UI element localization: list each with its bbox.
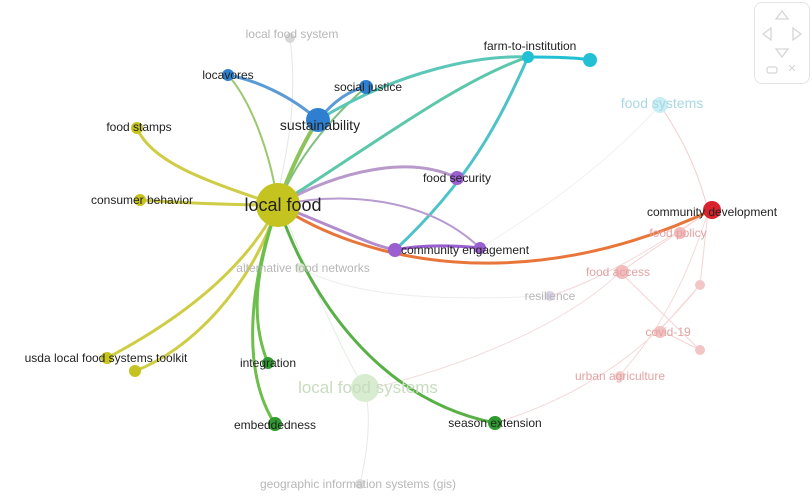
faded-nodes <box>285 33 705 489</box>
reset-view-icon[interactable] <box>788 64 796 72</box>
node-food-systems[interactable] <box>652 97 668 113</box>
label-community-development[interactable]: community development <box>647 205 778 219</box>
node-season-extension[interactable] <box>488 416 502 430</box>
node-community-engagement-a[interactable] <box>388 243 402 257</box>
label-urban-agriculture[interactable]: urban agriculture <box>575 369 665 383</box>
label-food-access[interactable]: food access <box>586 265 650 279</box>
label-food-stamps[interactable]: food stamps <box>106 120 171 134</box>
pan-left-icon[interactable] <box>761 26 772 42</box>
faded-labels: local food system food systems food poli… <box>236 27 706 491</box>
label-alternative-food-networks[interactable]: alternative food networks <box>236 261 369 275</box>
label-usda-toolkit[interactable]: usda local food systems toolkit <box>25 351 188 365</box>
node-farm-to-institution[interactable] <box>522 51 534 63</box>
label-local-food-system[interactable]: local food system <box>246 27 339 41</box>
node-resilience[interactable] <box>545 291 555 301</box>
pan-right-icon[interactable] <box>792 26 803 42</box>
label-season-extension[interactable]: season extension <box>448 416 541 430</box>
node-integration[interactable] <box>262 357 274 369</box>
node-faded-red-a[interactable] <box>695 280 705 290</box>
node-local-food-systems[interactable] <box>351 374 379 402</box>
node-consumer-behavior[interactable] <box>134 194 146 206</box>
node-embeddedness[interactable] <box>268 417 282 431</box>
node-farm-to-institution-b[interactable] <box>583 53 597 67</box>
node-gis[interactable] <box>355 479 365 489</box>
label-integration[interactable]: integration <box>240 356 296 370</box>
node-urban-agriculture[interactable] <box>615 371 625 381</box>
label-local-food[interactable]: local food <box>244 195 321 215</box>
label-food-systems[interactable]: food systems <box>621 95 703 111</box>
node-locavores[interactable] <box>222 69 234 81</box>
navigation-control[interactable] <box>754 2 810 84</box>
node-food-security[interactable] <box>450 171 464 185</box>
node-local-food-system[interactable] <box>285 33 295 43</box>
pan-up-icon[interactable] <box>774 9 790 20</box>
node-alternative-food-networks[interactable] <box>295 263 305 273</box>
node-social-justice[interactable] <box>359 80 373 94</box>
label-gis[interactable]: geographic information systems (gis) <box>260 477 456 491</box>
label-embeddedness[interactable]: embeddedness <box>234 418 316 432</box>
node-local-food[interactable] <box>256 183 300 227</box>
node-covid-19[interactable] <box>654 326 666 338</box>
label-community-engagement[interactable]: community engagement <box>401 243 530 257</box>
node-sustainability[interactable] <box>306 108 330 132</box>
node-usda-toolkit-a[interactable] <box>101 352 113 364</box>
node-usda-toolkit-b[interactable] <box>129 365 141 377</box>
strong-nodes <box>101 51 721 431</box>
node-community-engagement-b[interactable] <box>474 242 486 254</box>
label-resilience[interactable]: resilience <box>525 289 576 303</box>
label-locavores[interactable]: locavores <box>202 68 253 82</box>
pan-down-icon[interactable] <box>774 48 790 59</box>
label-social-justice[interactable]: social justice <box>334 80 402 94</box>
label-covid-19[interactable]: covid-19 <box>645 325 691 339</box>
label-sustainability[interactable]: sustainability <box>280 117 360 133</box>
strong-links <box>105 55 714 426</box>
node-community-development[interactable] <box>703 201 721 219</box>
strong-labels: local food sustainability locavores soci… <box>25 39 778 432</box>
label-local-food-systems[interactable]: local food systems <box>298 378 438 397</box>
label-consumer-behavior[interactable]: consumer behavior <box>91 193 193 207</box>
node-food-stamps[interactable] <box>131 122 143 134</box>
node-food-access[interactable] <box>615 265 629 279</box>
node-faded-red-b[interactable] <box>695 345 705 355</box>
node-food-policy[interactable] <box>674 227 686 239</box>
label-food-policy[interactable]: food policy <box>649 226 706 240</box>
label-food-security[interactable]: food security <box>423 171 491 185</box>
zoom-out-icon[interactable] <box>766 66 778 74</box>
label-farm-to-institution[interactable]: farm-to-institution <box>484 39 577 53</box>
